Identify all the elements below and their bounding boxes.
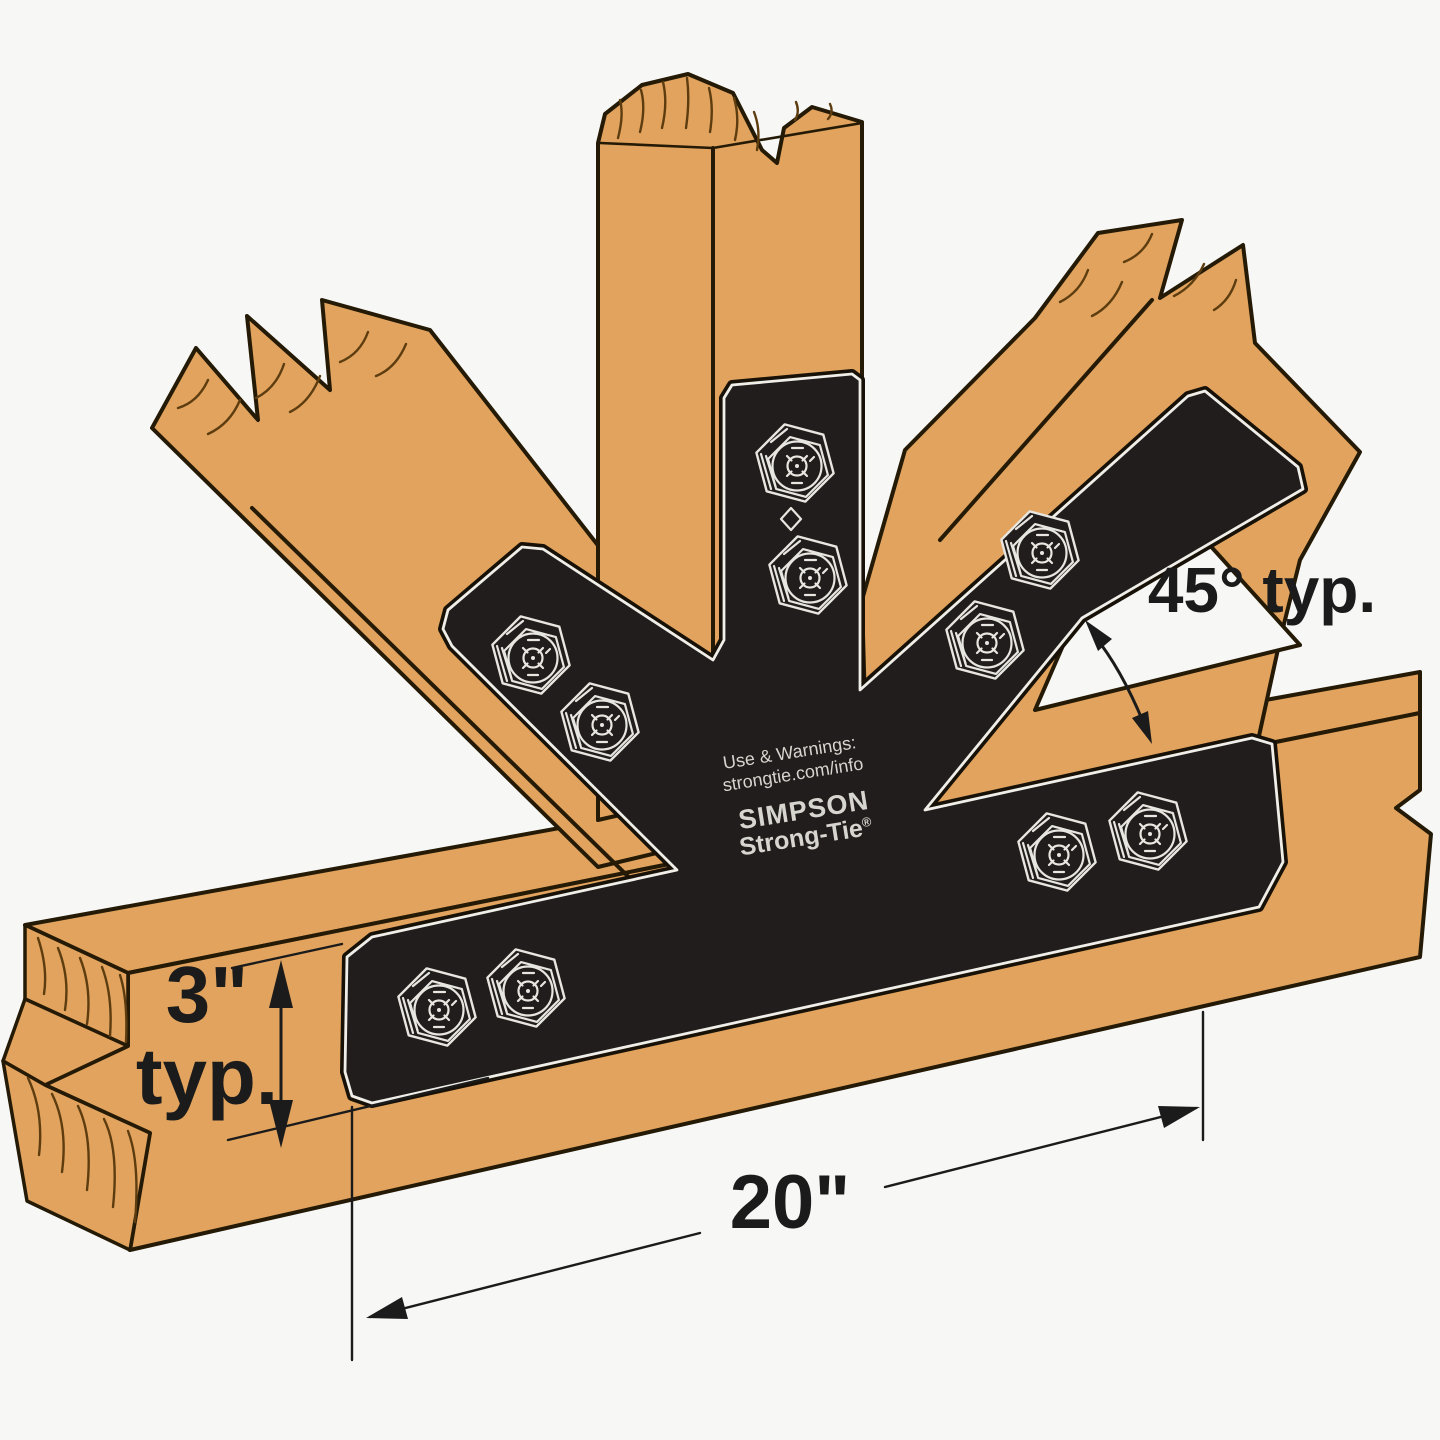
wood-grain-lines (1058, 232, 1238, 318)
angle-label: 45° typ. (1148, 554, 1376, 626)
registered-trademark-symbol: ® (861, 814, 873, 830)
left-beam-ridge-edge (250, 506, 647, 895)
angle-dimension: 45° typ. (1085, 554, 1376, 744)
dimension-line-right-segment (883, 1106, 1198, 1189)
gusset-plate: Use & Warnings: strongtie.com/info SIMPS… (340, 369, 1308, 1108)
height-tick-bottom (226, 1076, 490, 1142)
length-dimension: 20" (350, 1010, 1205, 1362)
diamond-marker (779, 506, 803, 532)
arrowhead-down (269, 1100, 293, 1148)
wood-grain-lines (616, 76, 833, 152)
height-label-typ: typ. (136, 1032, 278, 1121)
arrowhead-up (1085, 620, 1112, 651)
height-tick-top (230, 942, 344, 970)
dimension-line-left-segment (368, 1231, 702, 1319)
wood-grain-lines (26, 936, 138, 1224)
arrowhead-left (366, 1297, 408, 1319)
arrowhead-right (1158, 1106, 1200, 1128)
right-beam-ridge-edge (938, 298, 1154, 542)
height-label-value: 3" (166, 950, 248, 1039)
arrowhead-down (1132, 711, 1152, 744)
bolts (397, 423, 1188, 1047)
length-label: 20" (730, 1160, 851, 1245)
wood-grain-lines (176, 330, 408, 436)
height-dimension: 3" typ. (136, 942, 490, 1148)
arrowhead-up (269, 960, 293, 1008)
